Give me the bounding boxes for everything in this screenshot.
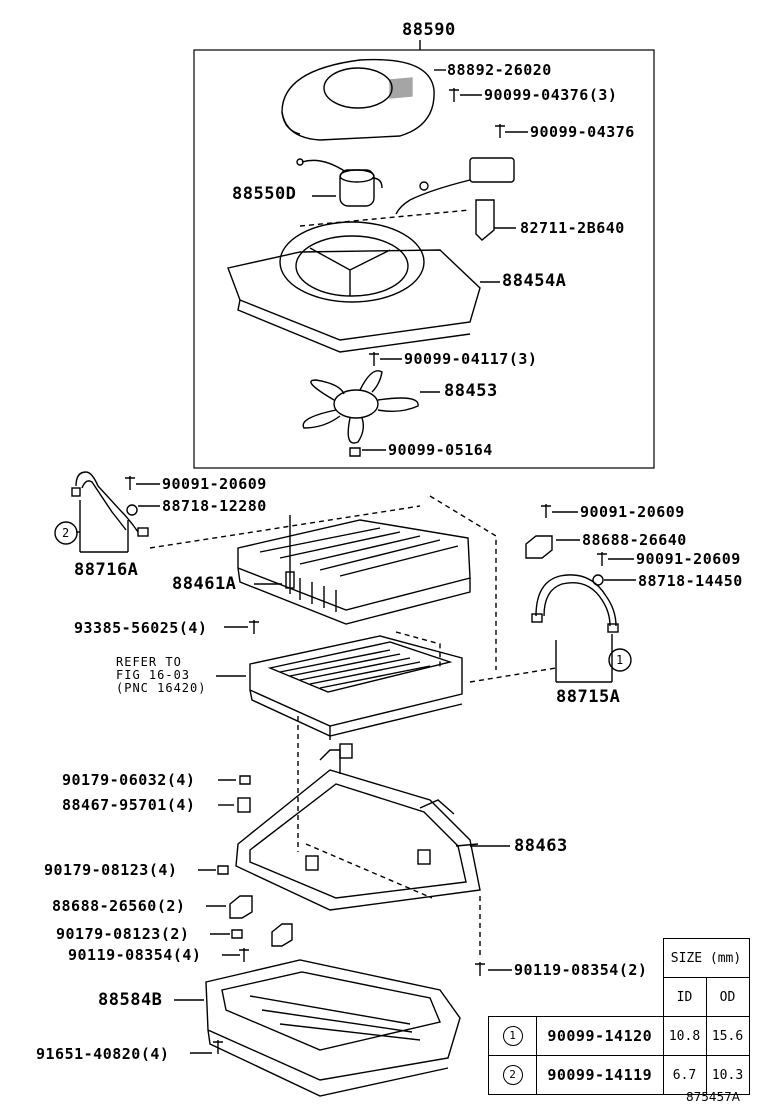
support-frame-shape [235,749,481,911]
nut-icon-4 [231,929,243,939]
under-cover-shape [205,959,461,1097]
size-table: SIZE (mm) ID OD 1 90099-14120 10.8 15.6 … [488,938,750,1095]
size-table-title: SIZE (mm) [662,938,750,978]
callout-circle-2 [54,521,78,545]
clamp-icon-1 [126,504,138,516]
refer-line-1: REFER TO [116,655,182,669]
bolt-icon-4 [125,476,135,490]
row-mark-2: 2 [502,1065,523,1085]
label-88718-12280: 88718-12280 [162,497,267,515]
assembly-88590-box [193,49,655,469]
callout-circle-1 [608,648,632,672]
row-id-1: 10.8 [662,1016,707,1056]
row-part-1: 90099-14120 [536,1016,664,1056]
callout-number-1: 1 [616,653,625,667]
label-91651-40820-4: 91651-40820(4) [36,1045,170,1063]
label-90179-08123-2: 90179-08123(2) [56,925,190,943]
bracket-icon-3 [271,923,293,947]
label-90091-20609-a: 90091-20609 [162,475,267,493]
label-90099-04117-3: 90099-04117(3) [404,350,538,368]
nut-icon-2 [239,775,251,785]
row-od-2: 10.3 [705,1055,750,1095]
label-90099-04376-3: 90099-04376(3) [484,86,618,104]
bolt-icon-10 [213,1040,223,1054]
row-mark-1: 1 [502,1026,523,1046]
label-90119-08354-4: 90119-08354(4) [68,946,202,964]
fan-motor-shape [296,158,383,207]
table-row: 2 90099-14119 6.7 10.3 [488,1055,750,1095]
label-90091-20609-c: 90091-20609 [636,550,741,568]
size-col-id: ID [662,977,707,1017]
row-id-2: 6.7 [662,1055,707,1095]
refer-note: REFER TO FIG 16-03 (PNC 16420) [116,656,206,695]
row-od-1: 15.6 [705,1016,750,1056]
label-90099-05164: 90099-05164 [388,441,493,459]
oil-cooler-shape [237,519,471,625]
hose-88716A-shape [71,471,149,537]
fan-cover-shape [281,58,435,141]
bracket-icon-2 [229,895,253,919]
label-88688-26640: 88688-26640 [582,531,687,549]
label-88892-26020: 88892-26020 [447,61,552,79]
bolt-icon-7 [249,620,259,634]
harness-shape [395,157,515,241]
bolt-icon-3 [369,352,379,366]
label-88688-26560-2: 88688-26560(2) [52,897,186,915]
label-90091-20609-b: 90091-20609 [580,503,685,521]
label-88715A: 88715A [556,687,621,707]
bolt-icon-2 [495,124,505,138]
label-88467-95701-4: 88467-95701(4) [62,796,196,814]
figure-id: 875457A [686,1090,741,1104]
fan-blade-shape [302,370,419,444]
size-col-od: OD [705,977,750,1017]
mount-icon-2 [339,743,353,759]
hose-88715A-shape [531,574,619,633]
label-88453: 88453 [444,381,498,401]
label-88584B: 88584B [98,990,163,1010]
label-90179-06032-4: 90179-06032(4) [62,771,196,789]
label-88454A: 88454A [502,271,567,291]
label-88716A: 88716A [74,560,139,580]
table-row: 1 90099-14120 10.8 15.6 [488,1016,750,1056]
row-part-2: 90099-14119 [536,1055,664,1095]
fan-shroud-shape [227,221,481,353]
refer-line-3: (PNC 16420) [116,681,207,695]
nut-icon-1 [349,447,361,457]
bolt-icon-1 [449,88,459,102]
label-82711-2B640: 82711-2B640 [520,219,625,237]
refer-line-2: FIG 16-03 [116,668,191,682]
label-90179-08123-4: 90179-08123(4) [44,861,178,879]
label-88461A: 88461A [172,574,237,594]
label-88718-14450: 88718-14450 [638,572,743,590]
radiator-shape [249,635,463,740]
bolt-icon-8 [239,948,249,962]
label-88590: 88590 [402,20,456,40]
bolt-icon-9 [475,962,485,976]
label-93385-56025-4: 93385-56025(4) [74,619,208,637]
label-90099-04376: 90099-04376 [530,123,635,141]
label-90119-08354-2: 90119-08354(2) [514,961,648,979]
bracket-icon-1 [525,535,553,559]
label-88463: 88463 [514,836,568,856]
callout-number-2: 2 [62,526,71,540]
bolt-icon-5 [541,504,551,518]
label-88550D: 88550D [232,184,297,204]
mount-icon-1 [237,797,251,813]
bolt-icon-6 [597,552,607,566]
nut-icon-3 [217,865,229,875]
